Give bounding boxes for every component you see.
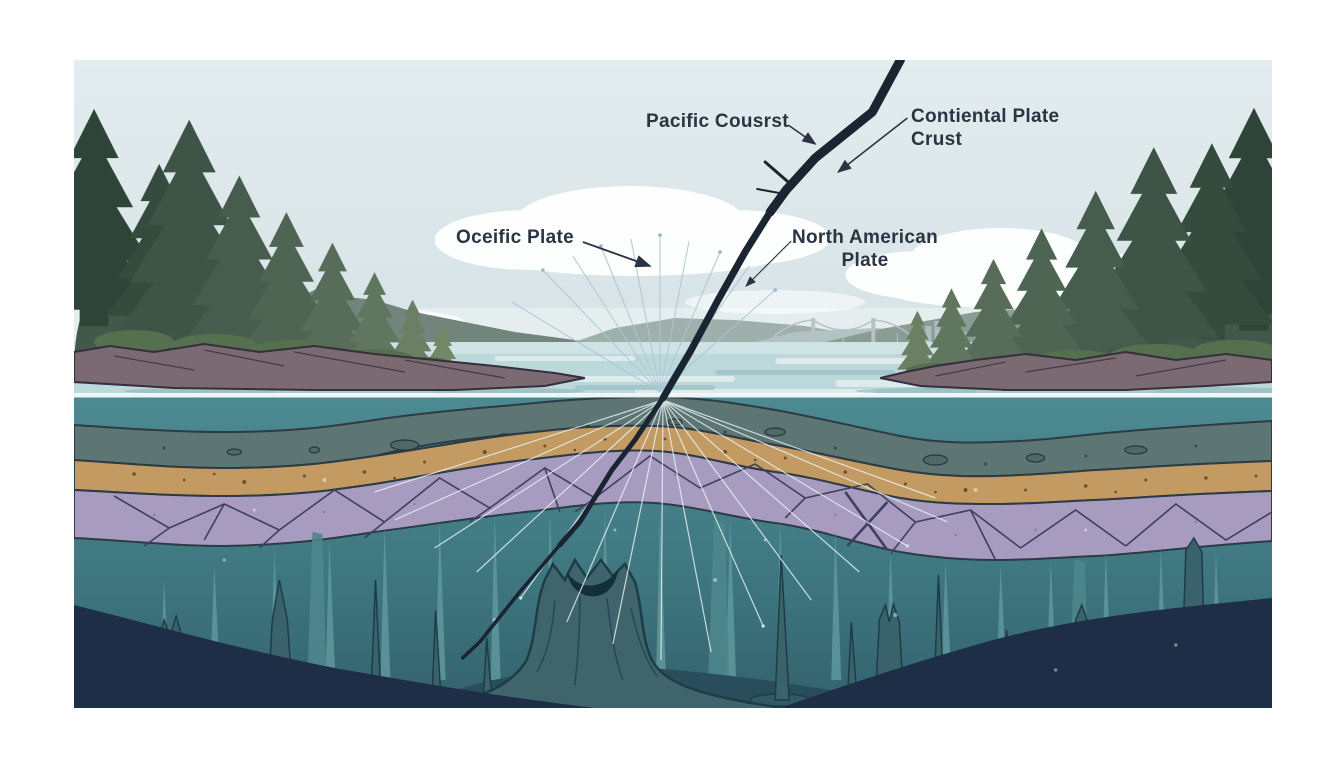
bedrock-cracks xyxy=(113,455,1272,561)
right-shore-rocks xyxy=(880,350,1272,391)
sediment-pebbles xyxy=(226,418,1148,466)
label-pacific-crust: Pacific Cousrst xyxy=(646,111,789,132)
sand-speckles xyxy=(132,437,1258,494)
seismic-ray-tips-below xyxy=(519,544,909,628)
north-american-label-arrow xyxy=(745,240,792,287)
label-continental-line2: Crust xyxy=(911,129,963,150)
fault-line xyxy=(460,60,905,660)
continental-label-arrow xyxy=(837,117,908,173)
bedrock-layer xyxy=(74,449,1272,562)
left-forest xyxy=(74,108,586,391)
label-arrows xyxy=(582,117,908,287)
right-forest xyxy=(880,107,1272,391)
oceanic-label-arrow xyxy=(582,241,652,268)
cross-section-illustration xyxy=(74,60,1272,708)
waterline xyxy=(74,393,1272,398)
illustration-canvas xyxy=(74,60,1272,708)
pacific-label-arrow xyxy=(787,124,817,145)
central-stump xyxy=(445,557,786,708)
left-shore-rocks xyxy=(74,342,586,391)
bubbles xyxy=(222,478,1178,672)
label-continental-line1: Contiental Plate xyxy=(911,106,1060,127)
seismic-ray-tips xyxy=(540,233,777,292)
seafloor xyxy=(74,598,1272,708)
label-oceanic-plate: Oceific Plate xyxy=(456,227,574,248)
label-continental-plate-crust: Contiental Plate Crust xyxy=(911,105,1059,151)
label-north-line2: Plate xyxy=(841,250,889,271)
label-north-american-plate: North American Plate xyxy=(775,226,955,272)
label-north-line1: North American xyxy=(791,227,939,248)
